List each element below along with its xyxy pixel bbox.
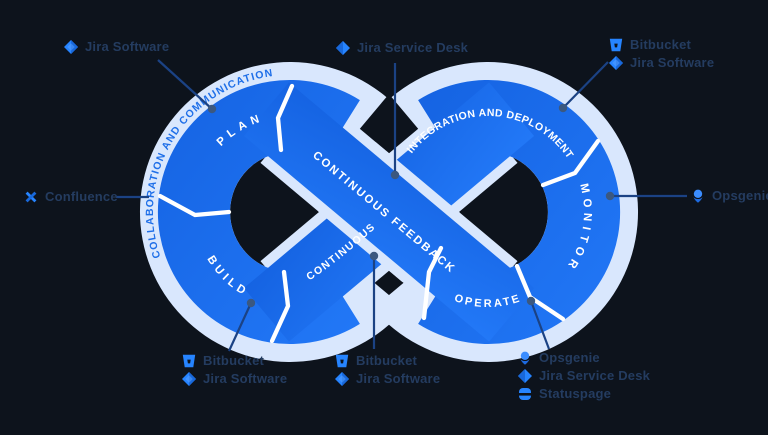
confluence-icon [24, 190, 38, 204]
jira-software-icon [335, 372, 349, 386]
callout-collaboration: Confluence [24, 190, 118, 204]
loop-ribbon [157, 79, 621, 345]
statuspage-icon [518, 387, 532, 401]
callout-item: Bitbucket [182, 354, 287, 368]
separator-integration-monitor [540, 138, 601, 188]
product-label: Jira Service Desk [357, 40, 469, 55]
product-label: Statuspage [539, 386, 612, 401]
jira-software-icon [609, 56, 623, 70]
callout-item: Statuspage [518, 387, 650, 401]
callout-item: Opsgenie [691, 189, 768, 203]
separator-plan-feedback [275, 83, 295, 153]
product-label: Jira Software [356, 371, 441, 386]
callout-continuous: Bitbucket Jira Software [335, 354, 440, 386]
callout-plan: Jira Software [64, 40, 169, 54]
callout-item: Confluence [24, 190, 118, 204]
segment-label-operate: OPERATE [453, 292, 523, 310]
product-label: Jira Software [203, 371, 288, 386]
product-label: Confluence [45, 189, 118, 204]
callout-operate: Opsgenie Jira Service Desk Statuspage [518, 351, 650, 401]
feedback-band [243, 82, 535, 342]
callout-item: Bitbucket [335, 354, 440, 368]
callout-item: Jira Service Desk [518, 369, 650, 383]
product-label: Jira Service Desk [539, 368, 651, 383]
jira-software-icon [182, 372, 196, 386]
callout-connectors [116, 59, 687, 352]
separator-feedback-operate [421, 245, 444, 321]
callout-item: Jira Software [182, 372, 287, 386]
jira-software-icon [64, 40, 78, 54]
separator-plan-build [157, 193, 232, 218]
callout-integration: Bitbucket Jira Software [609, 38, 714, 70]
callout-item: Opsgenie [518, 351, 650, 365]
bitbucket-icon [609, 38, 623, 52]
product-label: Bitbucket [203, 353, 265, 368]
callout-monitor: Opsgenie [691, 189, 768, 203]
bitbucket-icon [335, 354, 349, 368]
product-label: Opsgenie [539, 350, 600, 365]
callout-item: Jira Software [609, 56, 714, 70]
bitbucket-icon [182, 354, 196, 368]
callout-dots [207, 103, 615, 308]
product-label: Jira Software [630, 55, 715, 70]
opsgenie-icon [518, 351, 532, 365]
product-label: Bitbucket [356, 353, 418, 368]
callout-item: Jira Software [335, 372, 440, 386]
product-label: Opsgenie [712, 188, 768, 203]
callout-feedback: Jira Service Desk [336, 41, 468, 55]
callout-item: Jira Service Desk [336, 41, 468, 55]
callout-item: Bitbucket [609, 38, 714, 52]
jira-service-desk-icon [336, 41, 350, 55]
opsgenie-icon [691, 189, 705, 203]
callout-item: Jira Software [64, 40, 169, 54]
product-label: Jira Software [85, 39, 170, 54]
callout-build: Bitbucket Jira Software [182, 354, 287, 386]
product-label: Bitbucket [630, 37, 692, 52]
separator-build-continuous [269, 269, 291, 344]
jira-service-desk-icon [518, 369, 532, 383]
